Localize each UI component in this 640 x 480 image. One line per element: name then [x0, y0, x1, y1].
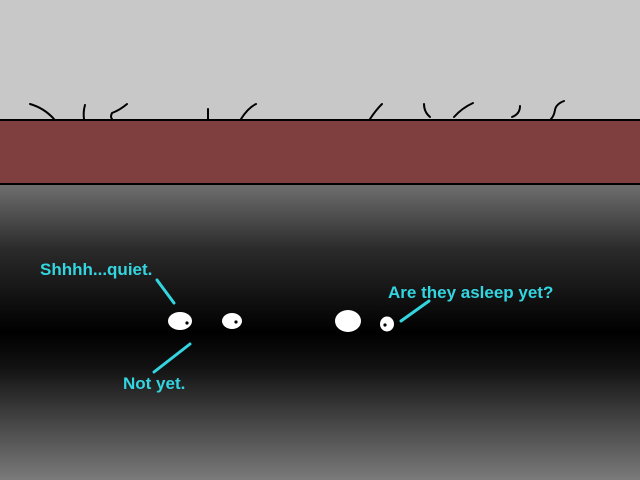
monster-eyes-left — [168, 312, 242, 330]
eye-icon — [222, 313, 242, 329]
hair-strands — [29, 100, 565, 120]
eye-icon — [335, 310, 361, 332]
speech-text-not-yet: Not yet. — [123, 374, 186, 393]
under-bed-darkness — [0, 185, 640, 480]
eye-icon — [168, 312, 192, 330]
speech-text-asleep: Are they asleep yet? — [388, 283, 554, 302]
pupil-icon — [383, 323, 387, 327]
bed-frame — [0, 119, 640, 185]
pupil-icon — [234, 320, 238, 324]
wall — [0, 0, 640, 121]
speech-lines — [152, 278, 431, 374]
speech-text-shhh: Shhhh...quiet. — [40, 260, 153, 279]
monster-eyes-right — [335, 310, 394, 332]
pupil-icon — [185, 321, 189, 325]
eye-icon — [380, 316, 394, 332]
